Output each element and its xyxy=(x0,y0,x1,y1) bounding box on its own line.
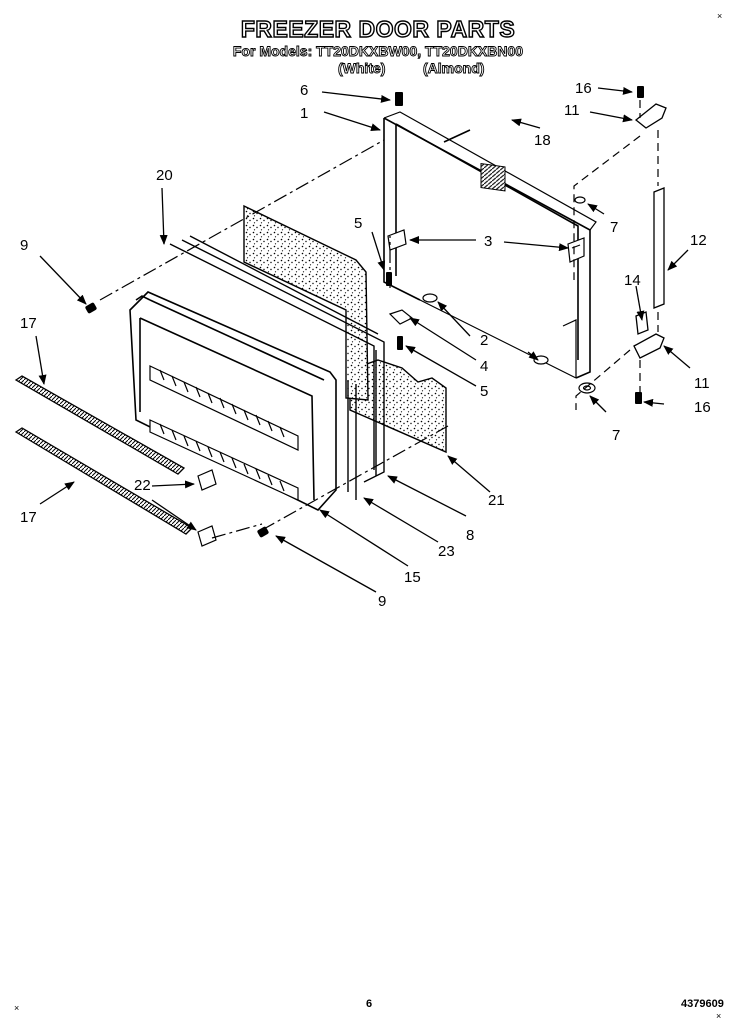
callout-22: 22 xyxy=(134,477,151,494)
callout-9-left: 9 xyxy=(20,237,28,254)
hinge-dashed-axis xyxy=(573,100,659,410)
callout-23: 23 xyxy=(438,543,455,560)
callout-2: 2 xyxy=(480,332,488,349)
hinge-bracket-lower xyxy=(387,229,407,251)
rail-end-caps xyxy=(197,469,217,547)
callout-labels: 6 1 18 16 11 7 3 5 2 4 5 7 12 14 11 16 2… xyxy=(20,80,711,610)
callout-17-bottom: 17 xyxy=(20,509,37,526)
callout-3: 3 xyxy=(484,233,492,250)
callout-6: 6 xyxy=(300,82,308,99)
callout-21: 21 xyxy=(488,492,505,509)
callout-20: 20 xyxy=(156,167,173,184)
construction-lines xyxy=(99,139,449,539)
inner-door-liner xyxy=(129,291,337,511)
registration-mark: × xyxy=(717,11,723,21)
callout-16-top: 16 xyxy=(575,80,592,97)
variant-almond-label: (Almond) xyxy=(423,60,485,77)
callout-15: 15 xyxy=(404,569,421,586)
leader-lines xyxy=(35,86,691,593)
callout-1: 1 xyxy=(300,105,308,122)
hinge-assembly xyxy=(633,103,667,359)
door-gasket xyxy=(169,235,385,500)
callout-11-bottom: 11 xyxy=(694,375,710,392)
callout-7-top: 7 xyxy=(610,219,618,236)
label-part xyxy=(480,163,506,192)
outer-door-panel xyxy=(383,111,597,379)
page-title: FREEZER DOOR PARTS xyxy=(240,15,516,42)
insulation-panel xyxy=(243,204,369,401)
callout-8: 8 xyxy=(466,527,474,544)
document-number: 4379609 xyxy=(681,998,724,1010)
registration-mark: × xyxy=(716,1011,722,1021)
hinge-bracket-upper xyxy=(567,237,585,263)
callout-14: 14 xyxy=(624,272,641,289)
callout-11-top: 11 xyxy=(564,102,580,119)
callout-5-bottom: 5 xyxy=(480,383,488,400)
callout-4: 4 xyxy=(480,358,488,375)
callout-9-bottom: 9 xyxy=(378,593,386,610)
callout-17-top: 17 xyxy=(20,315,37,332)
callout-16-bottom: 16 xyxy=(694,399,711,416)
callout-7-bottom: 7 xyxy=(612,427,620,444)
models-line: For Models: TT20DKXBW00, TT20DKXBN00 xyxy=(232,43,524,60)
callout-5-top: 5 xyxy=(354,215,362,232)
door-rails xyxy=(14,375,194,535)
callout-12: 12 xyxy=(690,232,707,249)
variant-white-label: (White) xyxy=(338,60,386,77)
liner-shelves xyxy=(149,365,299,501)
bushing-parts xyxy=(388,196,596,394)
callout-18: 18 xyxy=(534,132,551,149)
registration-mark: × xyxy=(14,1003,20,1013)
page-number: 6 xyxy=(366,998,373,1010)
